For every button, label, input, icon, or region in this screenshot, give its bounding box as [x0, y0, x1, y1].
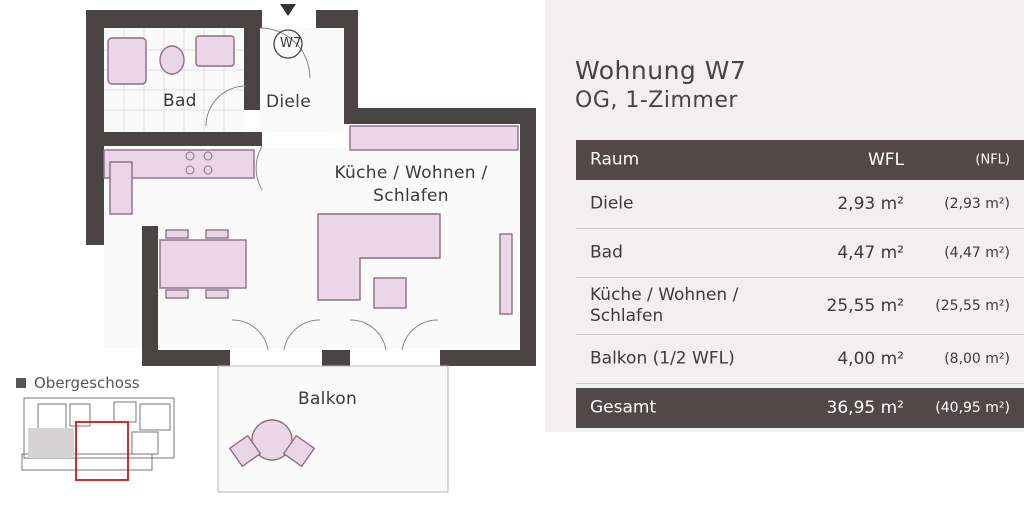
room-label-balkon: Balkon — [298, 389, 358, 409]
row-raum: Balkon (1/2 WFL) — [590, 348, 735, 369]
table-header-row: Raum WFL (NFL) — [576, 140, 1024, 180]
area-table: Raum WFL (NFL) Diele 2,93 m² (2,93 m²) B… — [576, 140, 1024, 428]
legend-title: Obergeschoss — [16, 374, 140, 392]
entrance-arrow — [280, 4, 296, 16]
row-wfl: 4,00 m² — [837, 349, 904, 369]
furniture — [103, 35, 519, 315]
row-raum: Bad — [590, 242, 623, 263]
row-nfl: (4,47 m²) — [944, 245, 1010, 261]
row-raum-line1: Küche / Wohnen / — [590, 285, 739, 305]
balcony-furniture — [228, 419, 316, 468]
row-nfl: (2,93 m²) — [944, 196, 1010, 212]
header-nfl: (NFL) — [975, 152, 1010, 168]
floor-plan: W7 Bad Diele Küche / Wohnen / Schlafen B… — [14, 4, 536, 493]
total-raum: Gesamt — [590, 397, 657, 418]
row-nfl: (25,55 m²) — [935, 298, 1010, 314]
hob — [185, 151, 213, 175]
table-row: Diele 2,93 m² (2,93 m²) — [576, 180, 1024, 229]
floor-plan-drawing — [86, 4, 536, 493]
header-wfl: WFL — [867, 150, 904, 170]
row-raum: Diele — [590, 193, 634, 214]
row-raum: Küche / Wohnen / Schlafen — [590, 285, 738, 327]
apartment-title: Wohnung W7 — [575, 56, 747, 85]
header-raum: Raum — [590, 149, 640, 170]
table-row: Bad 4,47 m² (4,47 m²) — [576, 229, 1024, 278]
total-wfl: 36,95 m² — [826, 398, 904, 418]
balcony-floor — [217, 365, 449, 493]
apartment-subtitle: OG, 1-Zimmer — [575, 88, 738, 113]
page-margin — [545, 432, 1024, 518]
room-label-kueche-line1: Küche / Wohnen / — [334, 163, 488, 183]
row-raum-line2: Schlafen — [590, 306, 664, 326]
table-row: Balkon (1/2 WFL) 4,00 m² (8,00 m²) — [576, 335, 1024, 384]
legend-square-icon — [16, 378, 26, 388]
unit-badge: W7 — [280, 36, 302, 51]
current-unit-highlight — [75, 421, 129, 481]
legend-title-text: Obergeschoss — [34, 374, 140, 392]
room-label-kueche-line2: Schlafen — [373, 186, 449, 206]
walls — [86, 10, 536, 366]
doors — [205, 27, 439, 351]
row-wfl: 2,93 m² — [837, 194, 904, 214]
floor-locator: Obergeschoss — [14, 372, 204, 487]
row-wfl: 25,55 m² — [826, 296, 904, 316]
unit-badge-circle — [273, 29, 303, 59]
total-nfl: (40,95 m²) — [935, 400, 1010, 416]
table-row: Küche / Wohnen / Schlafen 25,55 m² (25,5… — [576, 278, 1024, 335]
room-label-bad: Bad — [163, 91, 197, 111]
info-panel: Wohnung W7 OG, 1-Zimmer Raum WFL (NFL) D… — [545, 0, 1024, 432]
row-nfl: (8,00 m²) — [944, 351, 1010, 367]
room-label-diele: Diele — [266, 92, 311, 112]
row-wfl: 4,47 m² — [837, 243, 904, 263]
floor-locator-map — [21, 397, 175, 481]
table-total-row: Gesamt 36,95 m² (40,95 m²) — [576, 388, 1024, 428]
